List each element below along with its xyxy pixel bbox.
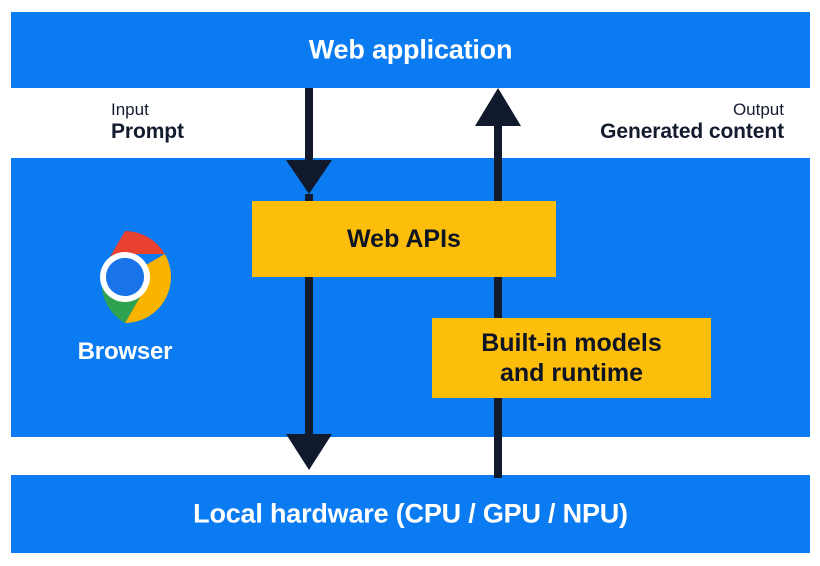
builtin-models-line2: and runtime bbox=[499, 359, 644, 387]
box-web-apis[interactable]: Web APIs bbox=[252, 201, 556, 277]
output-edge-label: Output Generated content bbox=[600, 100, 784, 145]
box-builtin-models[interactable]: Built-in models and runtime bbox=[432, 318, 711, 398]
band-web-application: Web application bbox=[11, 12, 810, 88]
builtin-models-label: Built-in models and runtime bbox=[481, 328, 662, 388]
input-edge-label: Input Prompt bbox=[111, 100, 184, 145]
chrome-logo-icon bbox=[100, 230, 171, 324]
band-local-hardware: Local hardware (CPU / GPU / NPU) bbox=[11, 475, 810, 553]
builtin-models-line1: Built-in models bbox=[481, 329, 662, 357]
output-kind-label: Output bbox=[732, 100, 784, 119]
input-value-label: Prompt bbox=[111, 120, 184, 144]
web-apis-label: Web APIs bbox=[347, 225, 461, 253]
browser-group: Browser bbox=[60, 230, 190, 366]
web-application-label: Web application bbox=[308, 34, 513, 65]
local-hardware-label: Local hardware (CPU / GPU / NPU) bbox=[193, 498, 628, 529]
output-value-label: Generated content bbox=[600, 120, 784, 144]
browser-label: Browser bbox=[77, 338, 173, 365]
input-kind-label: Input bbox=[111, 100, 149, 119]
